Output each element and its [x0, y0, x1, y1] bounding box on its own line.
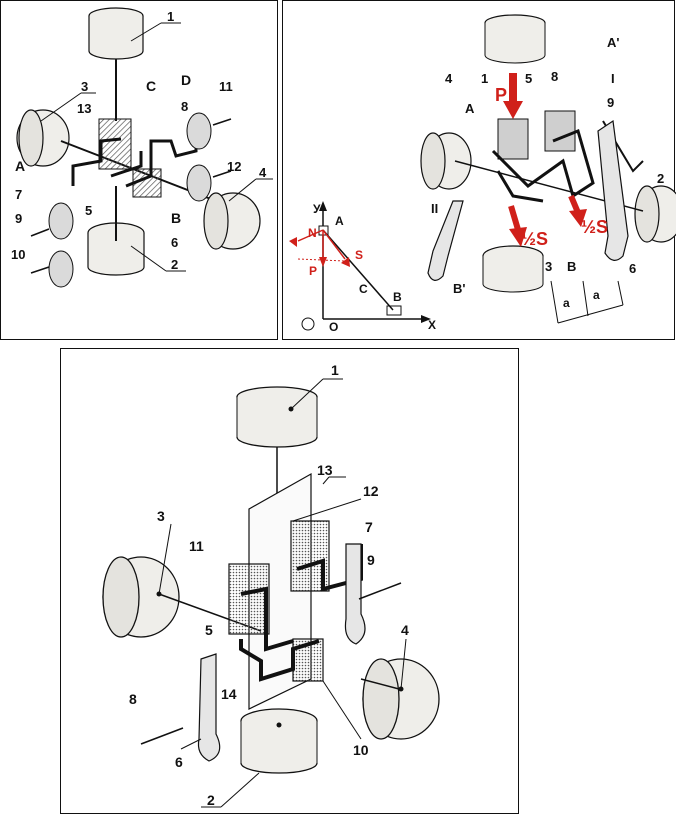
inset-label-n: N — [308, 226, 317, 240]
label-2: 2 — [207, 792, 215, 808]
label-5: 5 — [205, 622, 213, 638]
label-6: 6 — [175, 754, 183, 770]
coordinate-inset: У X O А В С N S P — [289, 201, 436, 334]
label-dim-a2: a — [593, 288, 600, 302]
mass-4 — [420, 132, 472, 190]
label-1: 1 — [331, 362, 339, 378]
mass-4 — [362, 658, 440, 740]
label-3: 3 — [81, 79, 88, 94]
label-7: 7 — [15, 187, 22, 202]
panel-mechanism-overview: 1 2 3 4 5 6 7 8 9 10 11 12 13 А В С D — [0, 0, 278, 340]
mass-3 — [102, 556, 180, 638]
label-9: 9 — [607, 95, 614, 110]
panel-force-analysis: У X O А В С N S P 1 2 3 4 5 6 8 9 А А' В… — [282, 0, 676, 340]
label-7: 7 — [365, 519, 373, 535]
label-B: В — [567, 259, 576, 274]
mechanism-overview-diagram: 1 2 3 4 5 6 7 8 9 10 11 12 13 А В С D — [11, 7, 273, 288]
label-B-prime: В' — [453, 281, 465, 296]
inset-label-a: А — [335, 214, 344, 228]
label-11: 11 — [219, 79, 233, 94]
label-4: 4 — [445, 71, 453, 86]
label-14: 14 — [221, 686, 237, 702]
label-12: 12 — [227, 159, 241, 174]
inset-label-y: У — [313, 202, 321, 216]
label-13: 13 — [77, 101, 91, 116]
label-A-prime: А' — [607, 35, 619, 50]
label-4: 4 — [259, 165, 267, 180]
label-10: 10 — [11, 247, 25, 262]
mass-1 — [236, 386, 318, 448]
label-8: 8 — [181, 99, 188, 114]
label-2: 2 — [171, 257, 178, 272]
label-3: 3 — [545, 259, 552, 274]
label-C: С — [146, 78, 156, 94]
label-8: 8 — [551, 69, 558, 84]
label-10: 10 — [353, 742, 369, 758]
label-force-p: P — [495, 85, 507, 105]
label-6: 6 — [171, 235, 178, 250]
label-12: 12 — [363, 483, 379, 499]
label-roman-II: II — [431, 201, 438, 216]
mass-4 — [203, 192, 261, 250]
force-analysis-diagram: У X O А В С N S P 1 2 3 4 5 6 8 9 А А' В… — [289, 14, 676, 334]
label-half-s-left: ½S — [521, 229, 548, 249]
inset-label-o: O — [329, 320, 338, 334]
label-11: 11 — [189, 538, 204, 554]
mass-2 — [240, 708, 318, 774]
inset-label-p: P — [309, 264, 317, 278]
inset-label-b: В — [393, 290, 402, 304]
inset-label-x: X — [428, 318, 436, 332]
label-1: 1 — [481, 71, 488, 86]
force-p-arrow — [503, 73, 523, 119]
label-8: 8 — [129, 691, 137, 707]
force-half-s-right-arrow — [568, 194, 587, 227]
inset-label-c: С — [359, 282, 368, 296]
label-5: 5 — [525, 71, 532, 86]
label-6: 6 — [629, 261, 636, 276]
label-9: 9 — [15, 211, 22, 226]
mass-1 — [88, 7, 144, 60]
mass-1 — [484, 14, 546, 64]
label-A: А — [465, 101, 475, 116]
label-1: 1 — [167, 9, 174, 24]
mass-3 — [16, 109, 70, 167]
label-13: 13 — [317, 462, 333, 478]
mass-2 — [634, 185, 676, 243]
label-B: В — [171, 210, 181, 226]
label-9: 9 — [367, 552, 375, 568]
label-dim-a1: a — [563, 296, 570, 310]
label-5: 5 — [85, 203, 92, 218]
label-4: 4 — [401, 622, 409, 638]
mass-3 — [482, 245, 544, 293]
force-half-s-left-arrow — [508, 205, 527, 247]
label-D: D — [181, 72, 191, 88]
label-half-s-right: ½S — [581, 217, 608, 237]
label-roman-I: I — [611, 71, 615, 86]
inset-label-s: S — [355, 248, 363, 262]
label-A: А — [15, 158, 25, 174]
assembly-view-diagram: 1 2 3 4 5 6 7 8 9 10 11 12 13 14 — [102, 362, 440, 808]
panel-assembly-view: 1 2 3 4 5 6 7 8 9 10 11 12 13 14 — [60, 348, 519, 814]
label-3: 3 — [157, 508, 165, 524]
label-2: 2 — [657, 171, 664, 186]
